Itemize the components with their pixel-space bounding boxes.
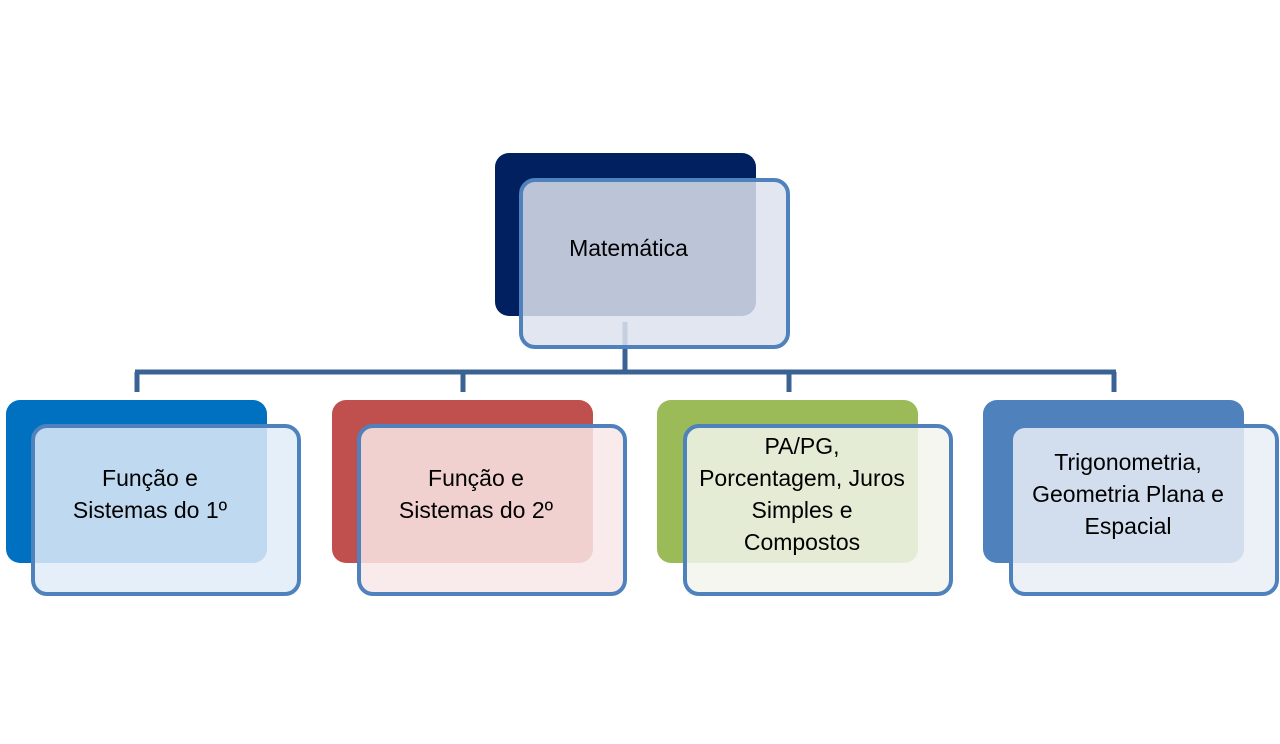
child-node-1: Função e Sistemas do 1º (31, 424, 301, 596)
root-node-label: Matemática (569, 234, 688, 261)
child-node-label-2: Função e Sistemas do 2º (398, 465, 554, 523)
child-node-label-4: Trigonometria, Geometria Plana e Espacia… (1032, 449, 1224, 539)
child-node-4: Trigonometria, Geometria Plana e Espacia… (1009, 424, 1279, 596)
child-node-label-3: PA/PG, Porcentagem, Juros Simples e Comp… (699, 433, 905, 555)
child-node-3: PA/PG, Porcentagem, Juros Simples e Comp… (683, 424, 953, 596)
child-node-label-1: Função e Sistemas do 1º (72, 465, 228, 523)
child-node-2: Função e Sistemas do 2º (357, 424, 627, 596)
root-node: Matemática (519, 178, 790, 349)
